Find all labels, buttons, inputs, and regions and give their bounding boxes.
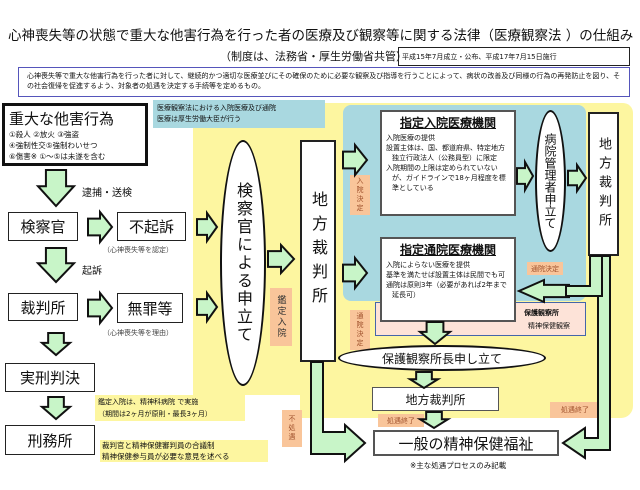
offense-line: ⑥傷害※ ①～⑤は未遂を含む	[9, 152, 106, 161]
outpatient-item: 通院は原則3年（必要があれば2年まで延長可）	[386, 281, 507, 299]
sentence-box: 実刑判決	[5, 363, 95, 392]
purpose-box: 心神喪失等で重大な他害行為を行った者に対して、継続的かつ適切な医療並びにその確保…	[18, 67, 630, 97]
outpatient-decision-label: 通院決定	[527, 262, 563, 275]
arrow-connector-icon	[565, 255, 603, 297]
panel-note-line: 精神保健参与員が必要な意見を述べる	[102, 452, 230, 461]
outpatient-item: 入院によらない医療を提供	[386, 261, 470, 269]
subtitle: （制度は、法務省・厚生労働省共管）	[220, 50, 407, 63]
arrow-right-icon	[342, 142, 369, 178]
general-welfare-box: 一般の精神保健福祉	[373, 430, 559, 456]
footnote: ※主な処遇プロセスのみ記載	[410, 461, 507, 470]
assessment-note-line: 鑑定入院は、精神科病院 で実施	[98, 398, 199, 406]
prison-box: 刑務所	[5, 425, 95, 455]
arrow-l-shape-icon	[310, 361, 367, 464]
offense-line: ①殺人 ②放火 ③強盗	[9, 130, 79, 139]
panel-note: 裁判官と精神保健審判員の合議制 精神保健参与員が必要な意見を述べる	[100, 440, 268, 462]
treatment-end-label: 処遇終了	[378, 414, 424, 427]
offense-title: 重大な他害行為	[9, 110, 115, 128]
panel-note-line: 裁判官と精神保健審判員の合議制	[102, 441, 215, 450]
district-court-lower: 地方裁判所	[372, 387, 499, 411]
page-title: 心神喪失等の状態で重大な他害行為を行った者の医療及び観察等に関する法律（医療観察…	[8, 28, 634, 44]
no-treatment-label: 不処遇	[282, 410, 302, 447]
arrow-down-icon	[416, 411, 452, 430]
mhlw-note: 医療観察法における入院医療及び通院 医療は厚生労働大臣が行う	[153, 100, 325, 128]
outpatient-decision-label-2: 通院決定	[350, 310, 370, 350]
arrow-right-icon	[87, 290, 114, 326]
inpatient-title: 指定入院医療機関	[399, 116, 496, 130]
outpatient-item: 基準を満たせば設置主体は民間でも可	[386, 271, 505, 279]
arrow-down-icon	[35, 169, 77, 208]
assessment-note-line: （期間は2ヶ月が原則・最長3ヶ月）	[98, 410, 212, 418]
offense-box: 重大な他害行為 ①殺人 ②放火 ③強盗 ④強制性交⑤強制わいせつ ⑥傷害※ ①～…	[2, 103, 148, 166]
probation-title: 保護観察所	[524, 309, 559, 317]
enacted-box: 平成15年7月成立・公布、平成17年7月15日施行	[398, 47, 630, 66]
arrow-right-icon	[196, 209, 219, 245]
arrow-right-icon	[196, 289, 219, 325]
admission-decision-label: 入院決定	[350, 175, 370, 215]
arrow-right-icon	[87, 209, 114, 245]
district-court-center: 地方裁判所	[300, 140, 336, 362]
arrow-down-icon	[39, 396, 73, 421]
non-prosecution-note: （心神喪失等を認定）	[103, 246, 173, 254]
inpatient-item: 入院医療の提供	[386, 134, 435, 142]
arrow-right-icon	[567, 161, 588, 195]
arrow-left-icon	[516, 278, 570, 304]
inpatient-item: 設置主体は、国、都道府県、特定地方独立行政法人（公務員型）に限定	[386, 144, 505, 162]
arrest-label: 逮捕・送検	[82, 188, 132, 199]
prosecutor-petition: 検察官による申立て	[220, 140, 266, 386]
outpatient-title: 指定通院医療機関	[399, 243, 496, 257]
acquittal-note: （心神喪失等を理由）	[103, 329, 173, 337]
non-prosecution-box: 不起訴	[117, 212, 186, 241]
indictment-label: 起訴	[82, 266, 102, 277]
arrow-down-icon	[35, 247, 77, 284]
arrow-down-icon	[39, 332, 73, 357]
arrow-down-icon	[417, 321, 453, 346]
arrow-right-icon	[516, 158, 535, 194]
outpatient-box: 指定通院医療機関 入院によらない医療を提供基準を満たせば設置主体は民間でも可通院…	[380, 237, 516, 322]
inpatient-item: 入院期間の上限は定められていないが、ガイドラインで18ヶ月程度を標準としている	[386, 164, 506, 192]
arrow-down-icon	[406, 371, 442, 390]
court-box: 裁判所	[8, 293, 78, 321]
probation-chief-petition: 保護観察所長申し立て	[338, 345, 546, 371]
assessment-note: 鑑定入院は、精神科病院 で実施 （期間は2ヶ月が原則・最長3ヶ月）	[95, 395, 245, 421]
arrow-right-icon	[342, 255, 369, 291]
treatment-end-label-2: 処遇終了	[550, 402, 600, 418]
hospital-admin-petition: 病院管理者申立て	[535, 110, 566, 252]
arrow-l-shape-icon	[561, 255, 611, 460]
probation-item: 精神保健観察	[528, 322, 570, 330]
assessment-admission-label: 鑑定入院	[270, 288, 292, 346]
inpatient-box: 指定入院医療機関 入院医療の提供設置主体は、国、都道府県、特定地方独立行政法人（…	[380, 110, 516, 216]
arrow-right-icon	[267, 242, 296, 276]
mhlw-note-line: 医療は厚生労働大臣が行う	[157, 115, 241, 123]
prosecutor-box: 検察官	[8, 212, 78, 241]
acquittal-box: 無罪等	[117, 293, 183, 323]
mhlw-note-line: 医療観察法における入院医療及び通院	[157, 104, 276, 112]
offense-line: ④強制性交⑤強制わいせつ	[9, 141, 98, 150]
